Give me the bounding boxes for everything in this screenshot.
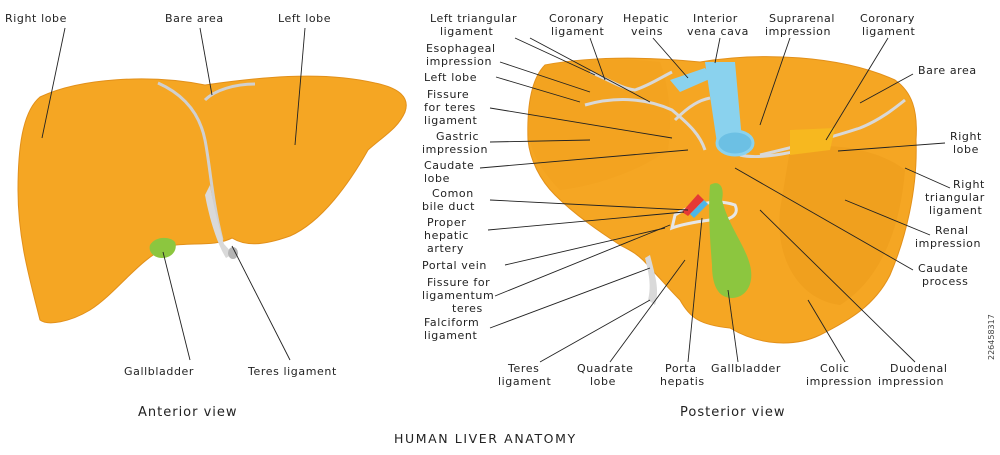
leader-left-triangular-2 (529, 37, 651, 103)
leader-bare-area-posterior (859, 73, 914, 104)
leader-suprarenal (759, 37, 791, 126)
label-gallbladder-anterior: Gallbladder (124, 365, 194, 378)
leader-porta-hepatis (687, 217, 703, 363)
leader-coronary-right (825, 37, 889, 141)
posterior-left-shade (528, 59, 670, 190)
anterior-liver (17, 75, 407, 324)
leader-caudate-lobe (479, 149, 689, 169)
label-gallbladder-posterior: Gallbladder (711, 362, 781, 375)
leader-renal (844, 199, 931, 236)
posterior-right-shade (779, 146, 905, 305)
posterior-gallbladder (709, 183, 752, 298)
leader-hepatic-veins (652, 37, 689, 79)
diagram-title: HUMAN LIVER ANATOMY (394, 431, 577, 446)
leader-colic (807, 299, 846, 363)
anterior-falciform-ligament (205, 185, 233, 258)
caption-posterior: Posterior view (680, 405, 786, 420)
leader-bare-area (199, 27, 213, 96)
leader-gallbladder-posterior (727, 289, 739, 363)
ivc-tube (705, 62, 742, 150)
label-teres-ligament-anterior: Teres ligament (247, 365, 337, 378)
leader-right-lobe-posterior (837, 142, 946, 152)
ivc-opening (715, 129, 755, 157)
label-portal-vein: Portal vein (422, 259, 487, 272)
leader-left-lobe (294, 27, 306, 146)
leader-ivc (714, 37, 721, 64)
leader-fissure-lig-teres (494, 224, 671, 297)
leader-teres-posterior (539, 299, 651, 363)
leader-right-lobe (41, 27, 66, 139)
hepatic-vein-branch (670, 68, 712, 92)
bare-area-patch (790, 128, 835, 155)
leader-coronary-left (589, 37, 606, 81)
leader-teres-anterior (231, 245, 291, 361)
leader-esophageal (499, 61, 591, 93)
coronary-ligament-line (584, 70, 906, 159)
leader-portal-vein (504, 227, 666, 266)
side-id-text: 226458317 (987, 314, 996, 360)
leader-gallbladder-anterior (162, 251, 191, 361)
anterior-teres-ligament-end (228, 247, 238, 259)
leader-right-triangular (904, 167, 951, 189)
common-bile-duct (690, 200, 708, 218)
leader-common-bile (489, 199, 689, 211)
label-left-lobe-posterior: Left lobe (424, 71, 477, 84)
posterior-liver (527, 56, 917, 344)
leader-caudate-process (734, 167, 914, 271)
leader-proper-hepatic (487, 211, 685, 231)
leader-left-triangular (514, 37, 596, 76)
inferior-vena-cava (670, 62, 755, 157)
anterior-ligament-line (157, 81, 256, 241)
label-left-lobe: Left lobe (278, 12, 331, 25)
leader-falciform (489, 267, 651, 329)
falciform-ligament-posterior (645, 255, 658, 305)
leader-quadrate (609, 259, 686, 363)
leader-gastric (489, 139, 591, 143)
leader-left-lobe-posterior (495, 76, 581, 103)
label-right-lobe: Right lobe (5, 12, 67, 25)
leader-fissure-teres (489, 107, 673, 139)
caption-anterior: Anterior view (138, 405, 238, 420)
anterior-gallbladder (149, 237, 176, 258)
label-bare-area-posterior: Bare area (918, 64, 977, 77)
proper-hepatic-artery (682, 194, 704, 216)
leader-duodenal (759, 209, 916, 363)
label-bare-area: Bare area (165, 12, 224, 25)
